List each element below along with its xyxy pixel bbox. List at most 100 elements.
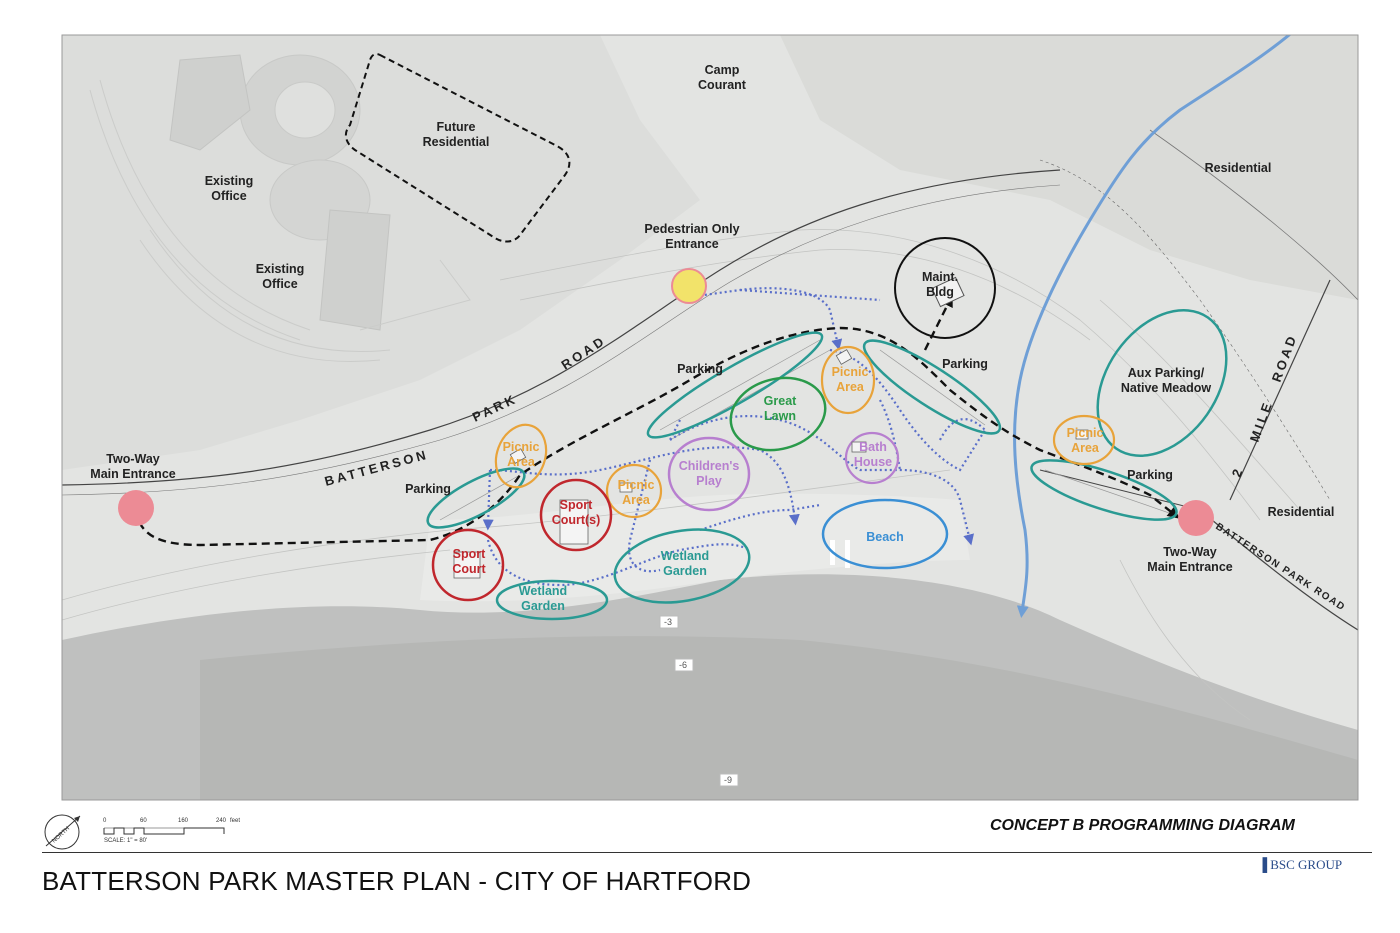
picnic-zone-right — [1052, 414, 1116, 466]
label-line: Main Entrance — [90, 467, 175, 481]
pedestrian-entrance-marker — [671, 268, 707, 304]
label-line: Residential — [423, 135, 490, 149]
depth-label-3: -3 — [664, 617, 672, 627]
future-residential-outline — [344, 53, 571, 243]
pedestrian-paths — [482, 287, 986, 587]
label-maint-bldg: Maint.Bldg — [922, 270, 958, 299]
label-line: Parking — [677, 362, 723, 376]
two-way-entrance-right-marker — [1178, 500, 1214, 536]
label-line: Camp — [705, 63, 740, 77]
label-line: Beach — [866, 530, 904, 544]
label-line: Residential — [1205, 161, 1272, 175]
beach-zone — [821, 498, 949, 570]
label-line: Picnic — [503, 440, 540, 454]
picnic-zone-left — [494, 423, 548, 489]
label-line: Main Entrance — [1147, 560, 1232, 574]
label-parking-right: Parking — [1127, 468, 1173, 482]
label-line: Residential — [1268, 505, 1335, 519]
label-line: Area — [1071, 441, 1100, 455]
scale-note: SCALE: 1" = 80' — [104, 838, 147, 844]
scale-tick-240: 240 — [216, 818, 227, 824]
label-line: Wetland — [661, 549, 709, 563]
label-line: Bath — [859, 440, 887, 454]
footer-divider — [42, 852, 1372, 853]
scale-tick-0: 0 — [103, 818, 107, 824]
label-line: Picnic — [1067, 426, 1104, 440]
label-line: Garden — [663, 564, 707, 578]
label-aux-parking: Aux Parking/Native Meadow — [1121, 366, 1212, 395]
great-lawn-zone — [729, 376, 827, 452]
sport-courts-zone — [539, 478, 613, 552]
label-line: Two-Way — [1163, 545, 1217, 559]
label-line: Garden — [521, 599, 565, 613]
label-line: Children's — [679, 459, 740, 473]
label-line: Bldg — [926, 285, 954, 299]
label-line: Parking — [405, 482, 451, 496]
label-residential-right: Residential — [1268, 505, 1335, 519]
parking-zone-top-center — [646, 331, 824, 439]
label-line: Parking — [1127, 468, 1173, 482]
label-line: Sport — [560, 498, 593, 512]
map-background — [62, 35, 1358, 800]
label-line: Play — [696, 474, 722, 488]
parking-zone-right — [1030, 459, 1178, 521]
label-line: Wetland — [519, 584, 567, 598]
maint-bldg-zone — [894, 237, 996, 339]
two-way-entrance-left-marker — [118, 490, 154, 526]
wetland-garden-zone-1 — [613, 528, 751, 604]
concept-title: CONCEPT B PROGRAMMING DIAGRAM — [990, 817, 1295, 834]
label-line: Area — [836, 380, 865, 394]
childrens-play-zone — [667, 436, 751, 512]
picnic-zone-center — [605, 463, 663, 519]
label-line: Sport — [453, 547, 486, 561]
north-label: NORTH — [51, 826, 71, 845]
picnic-zone-top — [820, 345, 876, 415]
label-line: Existing — [205, 174, 254, 188]
depth-markers: -3 -6 -9 — [659, 615, 739, 787]
label-parking-top-right: Parking — [942, 357, 988, 371]
small-structures — [453, 349, 1089, 579]
label-line: House — [854, 455, 892, 469]
label-line: Office — [262, 277, 297, 291]
scale-unit: feet — [230, 818, 240, 824]
scale-bar: 0 60 160 240 feet SCALE: 1" = 80' — [103, 818, 240, 844]
label-line: Area — [507, 455, 536, 469]
page-title: BATTERSON PARK MASTER PLAN - CITY OF HAR… — [42, 866, 752, 896]
maint-building-footprint — [931, 276, 965, 308]
label-line: Courant — [698, 78, 747, 92]
label-line: Native Meadow — [1121, 381, 1212, 395]
parking-zone-left — [426, 467, 526, 529]
label-line: Office — [211, 189, 246, 203]
program-zones — [118, 237, 1228, 621]
wetland-garden-zone-2 — [495, 579, 609, 621]
depth-label-9: -9 — [724, 775, 732, 785]
bsc-logo-mark-icon: ▐ — [1258, 857, 1268, 872]
label-line: Maint. — [922, 270, 958, 284]
sport-court-zone — [431, 528, 505, 602]
label-line: Picnic — [618, 478, 655, 492]
north-arrow-icon: NORTH — [44, 814, 81, 850]
label-line: Entrance — [665, 237, 719, 251]
label-line: Court — [452, 562, 486, 576]
label-line: Pedestrian Only — [644, 222, 739, 236]
bsc-group-logo: ▐BSC GROUP — [1258, 857, 1342, 873]
depth-label-6: -6 — [679, 660, 687, 670]
